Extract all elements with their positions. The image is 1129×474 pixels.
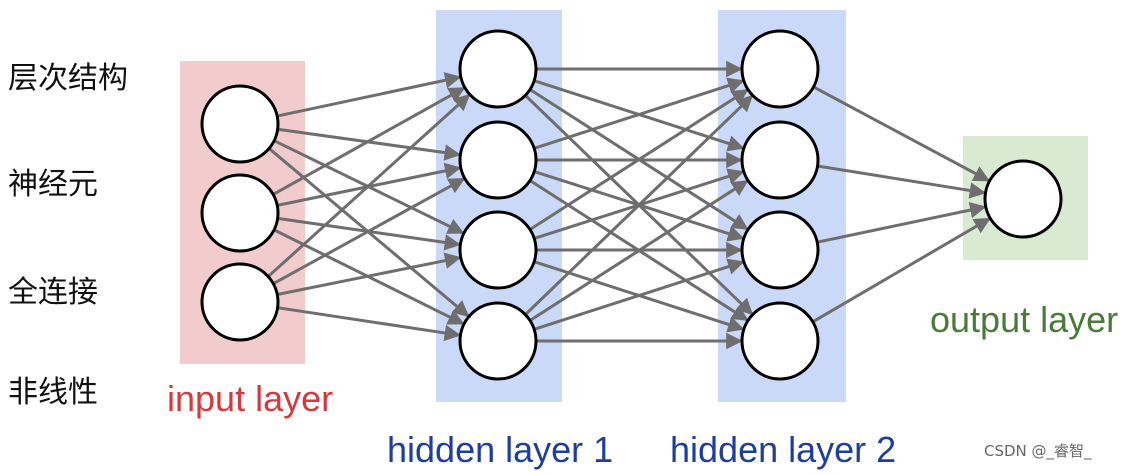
hidden-1-node-4 (458, 301, 538, 381)
hidden-1-node-1 (458, 29, 538, 109)
edge-input-2-to-hidden1-3 (277, 306, 462, 342)
edge-hidden1-1-to-hidden2-0 (533, 77, 745, 150)
side-label-hierarchy: 层次结构 (8, 61, 128, 96)
csdn-watermark: CSDN @_睿智_ (984, 442, 1092, 460)
edge-hidden1-3-to-hidden2-1 (529, 179, 749, 322)
edge-hidden1-3-to-hidden2-0 (524, 94, 754, 316)
edge-input-2-to-hidden1-0 (267, 94, 471, 278)
side-label-fully-connected: 全连接 (8, 275, 98, 310)
connection-edges (267, 60, 991, 350)
input-node-3 (200, 262, 280, 342)
edge-hidden1-3-to-hidden2-2 (533, 258, 745, 331)
input-node-2 (200, 173, 280, 253)
edge-input-2-to-hidden1-1 (272, 177, 466, 285)
input-node-1 (200, 84, 280, 164)
side-label-neuron: 神经元 (8, 167, 98, 202)
edge-input-0-to-hidden1-0 (276, 72, 462, 118)
hidden-2-node-1 (740, 29, 820, 109)
edge-hidden2-3-to-output-0 (812, 217, 991, 324)
edge-hidden2-1-to-output-0 (817, 164, 987, 199)
input-layer-label: input layer (167, 378, 334, 419)
hidden-2-node-2 (740, 120, 820, 200)
side-label-nonlinearity: 非线性 (8, 375, 98, 410)
neuron-nodes (200, 29, 1063, 381)
hidden-1-node-3 (458, 210, 538, 290)
edge-hidden2-0-to-output-0 (812, 85, 991, 182)
output-layer-label: output layer (930, 299, 1119, 340)
hidden-2-node-3 (740, 210, 820, 290)
output-node-1 (983, 159, 1063, 239)
hidden-1-node-2 (458, 120, 538, 200)
hidden-layer-1-label: hidden layer 1 (387, 429, 614, 470)
edge-input-2-to-hidden1-2 (276, 252, 462, 296)
hidden-2-node-4 (740, 301, 820, 381)
edge-hidden2-2-to-output-0 (816, 201, 987, 244)
edge-input-1-to-hidden1-0 (272, 86, 466, 196)
hidden-layer-2-label: hidden layer 2 (670, 429, 897, 470)
edge-hidden1-2-to-hidden2-0 (529, 88, 749, 231)
